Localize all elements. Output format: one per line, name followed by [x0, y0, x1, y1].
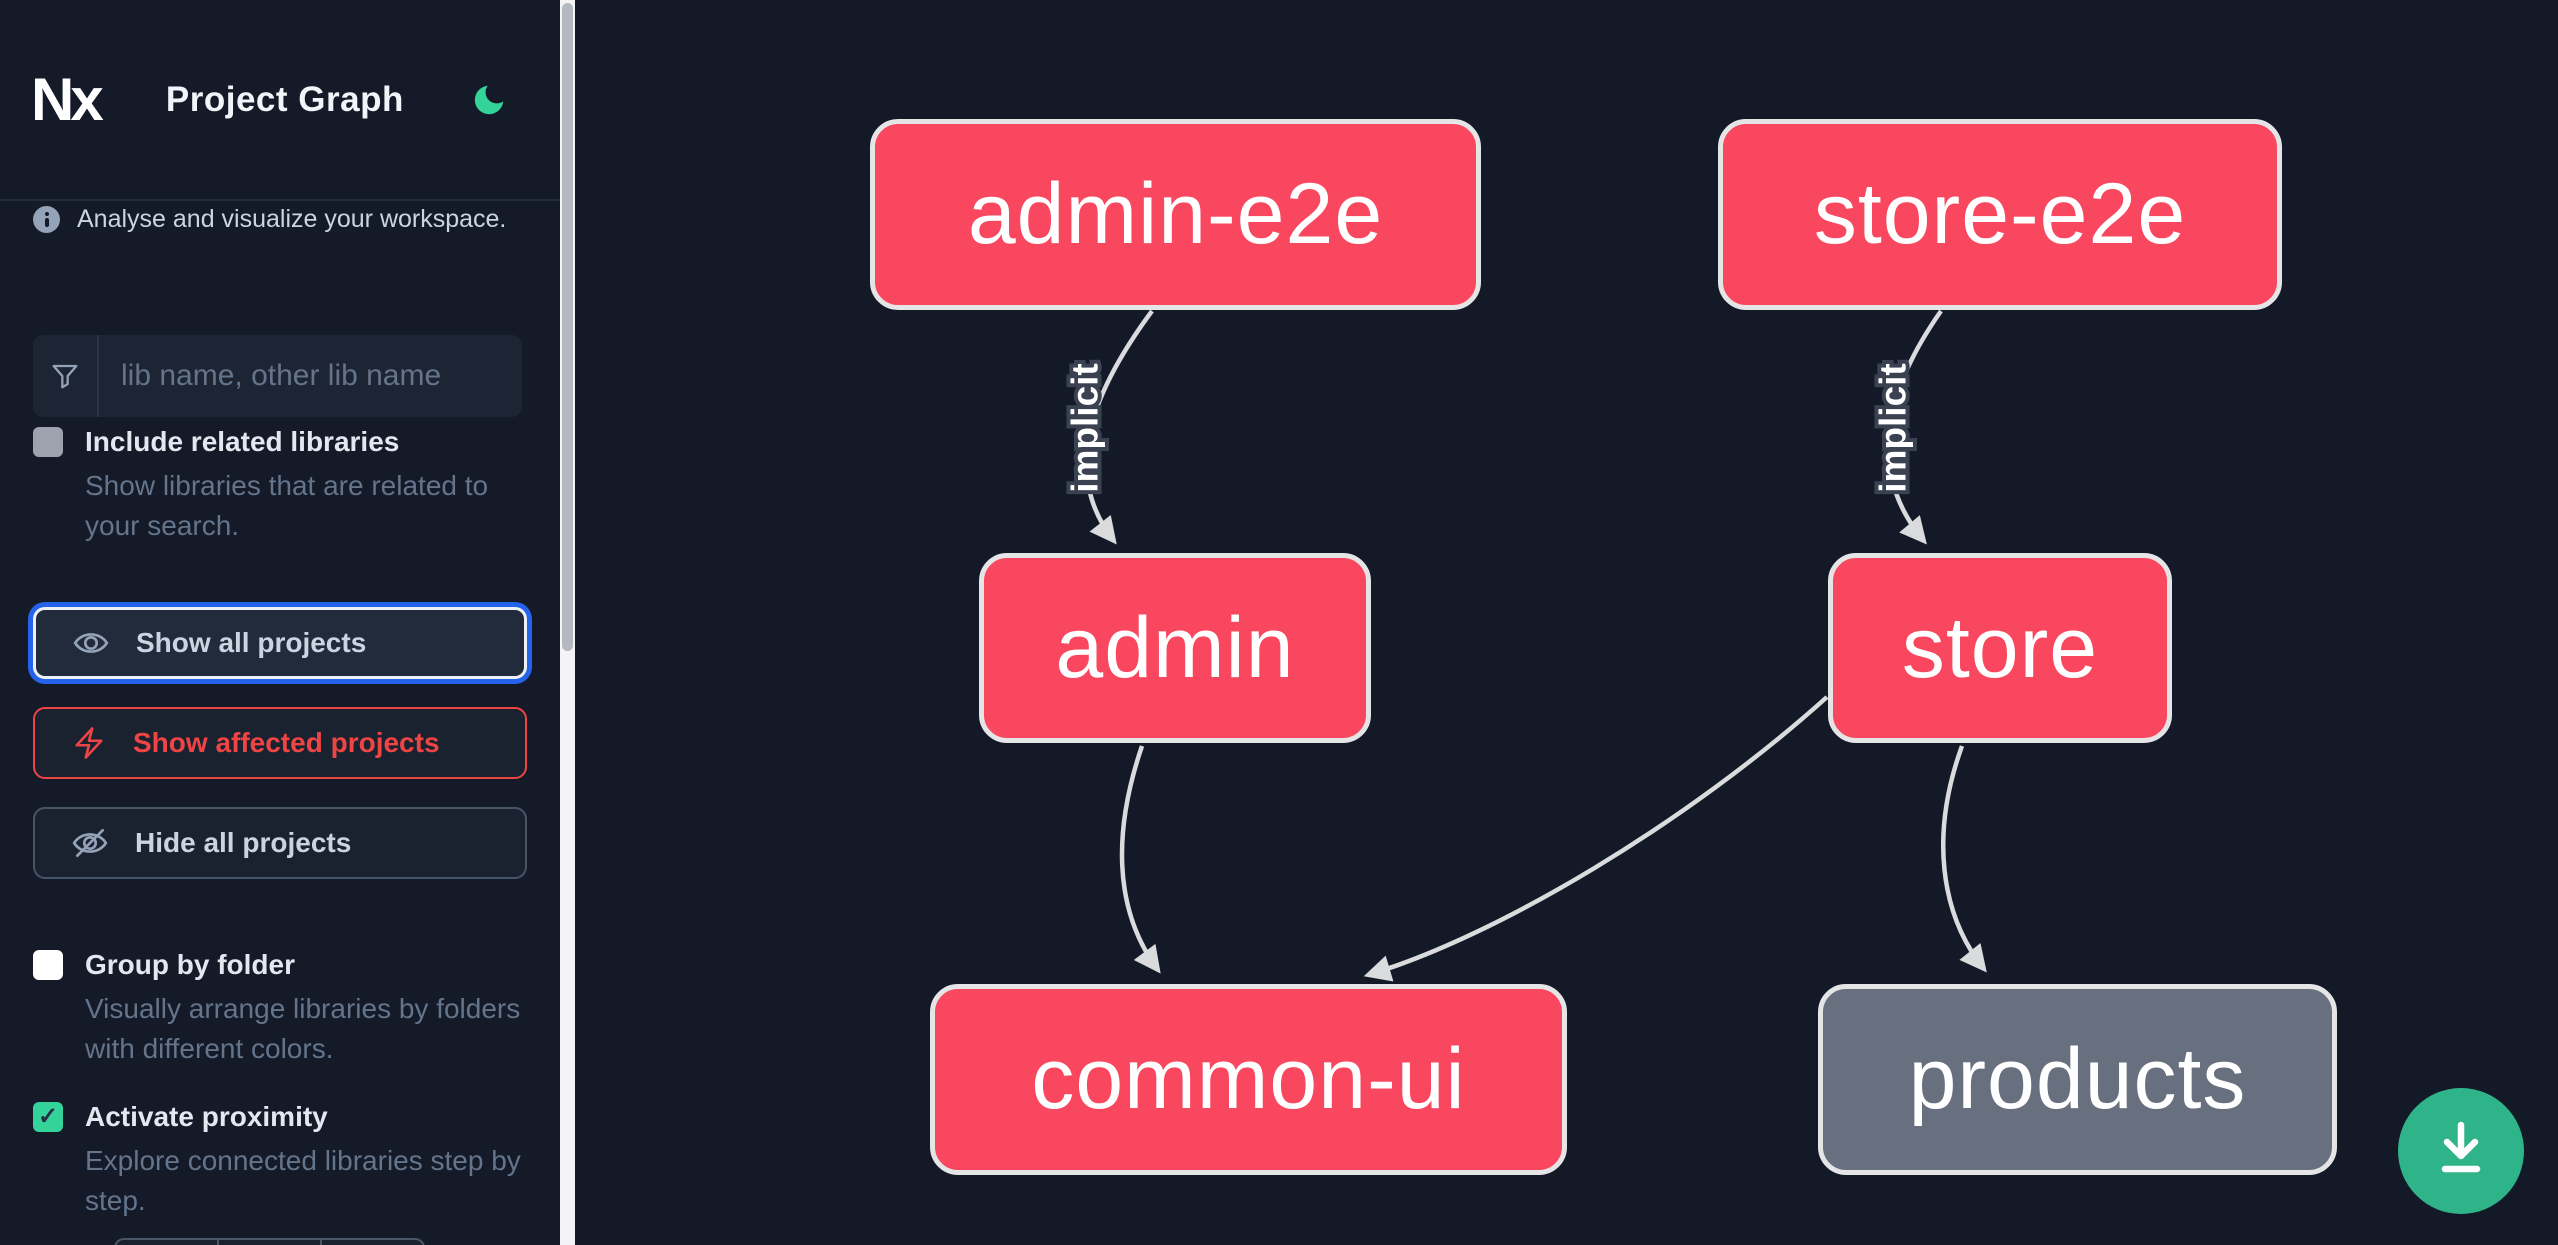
- activate-proximity-description: Explore connected libraries step by step…: [85, 1145, 521, 1216]
- edge-store-e2e-to-store[interactable]: [1886, 309, 1943, 545]
- node-store-e2e[interactable]: store-e2e: [1718, 119, 2282, 310]
- edge-store-to-products[interactable]: [1941, 745, 1987, 973]
- hide-all-projects-label: Hide all projects: [135, 827, 352, 858]
- edge-store-to-common-ui[interactable]: [1363, 695, 1829, 982]
- stepper-segment[interactable]: [116, 1240, 219, 1245]
- node-store[interactable]: store: [1828, 553, 2172, 743]
- eye-icon: [72, 624, 110, 662]
- sidebar: Nx Project Graph Analyse and visualize y…: [0, 0, 560, 1245]
- include-related-description: Show libraries that are related to your …: [85, 470, 489, 541]
- page-title: Project Graph: [165, 79, 404, 119]
- search-box: [33, 335, 522, 417]
- node-label: admin: [1055, 599, 1295, 696]
- download-icon: [2426, 1115, 2496, 1188]
- activate-proximity-row: ✓ Activate proximity Explore connected l…: [33, 1102, 533, 1221]
- group-by-folder-description: Visually arrange libraries by folders wi…: [85, 993, 521, 1064]
- eye-off-icon: [71, 824, 109, 862]
- activate-proximity-label: Activate proximity: [85, 1101, 328, 1132]
- include-related-label: Include related libraries: [85, 426, 400, 457]
- edge-label-implicit: implicit: [1065, 363, 1106, 493]
- info-icon: [33, 206, 60, 233]
- tagline-text: Analyse and visualize your workspace.: [77, 205, 507, 233]
- sidebar-header: Nx Project Graph: [0, 0, 560, 201]
- search-input[interactable]: [99, 335, 522, 417]
- node-label: products: [1908, 1031, 2247, 1127]
- check-icon: ✓: [37, 1103, 59, 1130]
- hide-all-projects-button[interactable]: Hide all projects: [33, 807, 527, 879]
- group-by-folder-checkbox[interactable]: [33, 950, 63, 980]
- node-products[interactable]: products: [1818, 984, 2337, 1175]
- graph-canvas[interactable]: implicit implicit admin-e2e store-e2e ad…: [575, 0, 2558, 1245]
- edge-label-implicit: implicit: [1873, 363, 1914, 493]
- node-label: common-ui: [1031, 1031, 1466, 1127]
- node-admin-e2e[interactable]: admin-e2e: [870, 119, 1481, 310]
- activate-proximity-checkbox[interactable]: ✓: [33, 1102, 63, 1132]
- node-admin[interactable]: admin: [979, 553, 1371, 743]
- node-label: store: [1901, 599, 2099, 696]
- group-by-folder-row: Group by folder Visually arrange librari…: [33, 950, 533, 1069]
- theme-toggle-button[interactable]: [470, 81, 508, 119]
- download-image-button[interactable]: [2398, 1088, 2524, 1214]
- nx-logo: Nx: [31, 65, 104, 133]
- node-common-ui[interactable]: common-ui: [930, 984, 1567, 1175]
- node-label: store-e2e: [1813, 166, 2187, 262]
- show-all-projects-button[interactable]: Show all projects: [33, 607, 527, 679]
- include-related-checkbox[interactable]: [33, 427, 63, 457]
- moon-icon: [470, 85, 508, 122]
- stepper-segment[interactable]: [219, 1240, 322, 1245]
- scrollbar-thumb[interactable]: [562, 3, 573, 651]
- bolt-icon: [71, 725, 107, 761]
- edge-admin-e2e-to-admin[interactable]: [1084, 309, 1154, 545]
- filter-icon: [33, 335, 99, 417]
- sidebar-scrollbar[interactable]: [560, 0, 575, 1245]
- node-label: admin-e2e: [967, 166, 1384, 262]
- group-by-folder-label: Group by folder: [85, 949, 295, 980]
- show-all-projects-label: Show all projects: [136, 627, 367, 658]
- include-related-row: Include related libraries Show libraries…: [33, 427, 533, 546]
- tagline-row: Analyse and visualize your workspace.: [33, 205, 506, 234]
- show-affected-projects-label: Show affected projects: [133, 727, 440, 758]
- edge-admin-to-common-ui[interactable]: [1119, 745, 1161, 974]
- show-affected-projects-button[interactable]: Show affected projects: [33, 707, 527, 779]
